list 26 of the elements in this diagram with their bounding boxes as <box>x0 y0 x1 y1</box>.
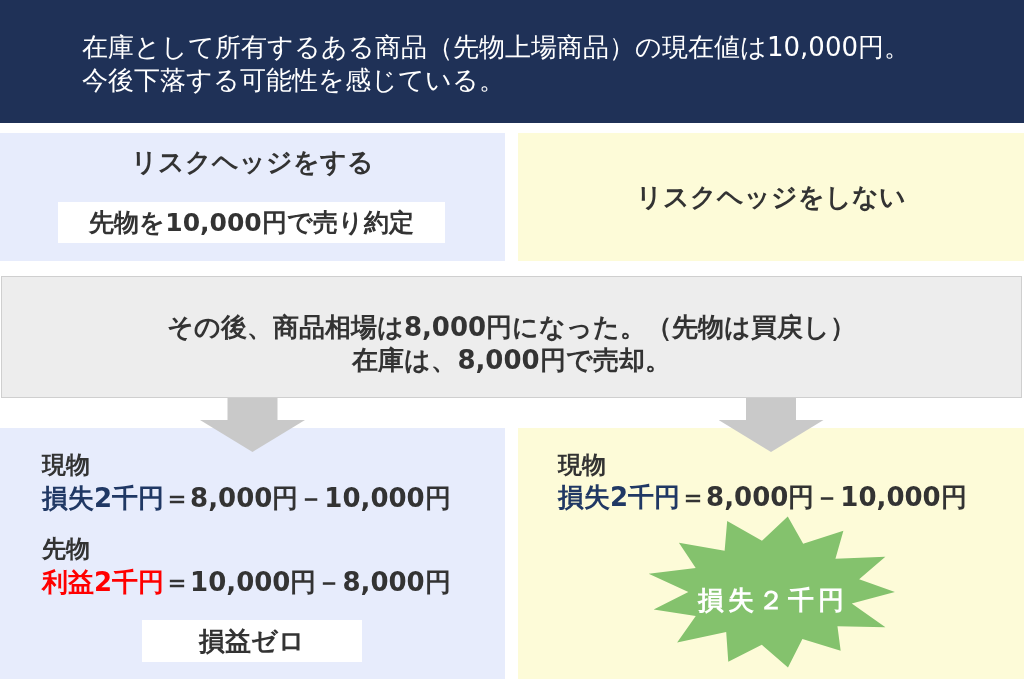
event-panel <box>1 276 1022 398</box>
loss-amount: 損失2千円 <box>42 482 165 515</box>
item-heading: 先物 <box>42 534 90 564</box>
formula-text: ＝8,000円－10,000円 <box>164 482 451 515</box>
formula-text: ＝10,000円－8,000円 <box>164 566 451 599</box>
option-heading: リスクヘッジをしない <box>636 181 906 214</box>
situation-text: 在庫として所有するある商品（先物上場商品）の現在値は10,000円。 <box>82 31 910 64</box>
option-heading: リスクヘッジをする <box>131 146 374 179</box>
result-panel <box>518 428 1024 679</box>
block-arrow <box>718 398 824 452</box>
option-panel <box>0 133 505 261</box>
header-banner <box>0 0 1024 123</box>
action-box: 先物を10,000円で売り約定 <box>58 202 445 243</box>
net-result-box: 損益ゼロ <box>142 620 362 662</box>
event-text: その後、商品相場は8,000円になった。（先物は買戻し） <box>166 311 857 344</box>
callout-text: 損失２千円 <box>697 584 848 617</box>
option-panel <box>518 133 1024 261</box>
block-arrow <box>200 398 305 452</box>
item-heading: 現物 <box>558 450 606 480</box>
situation-text: 今後下落する可能性を感じている。 <box>82 64 505 97</box>
profit-amount: 利益2千円 <box>42 566 165 599</box>
item-heading: 現物 <box>42 450 90 480</box>
event-text: 在庫は、8,000円で売却。 <box>352 344 671 377</box>
loss-amount: 損失2千円 <box>558 481 681 514</box>
result-panel <box>0 428 505 679</box>
formula-text: ＝8,000円－10,000円 <box>680 481 967 514</box>
